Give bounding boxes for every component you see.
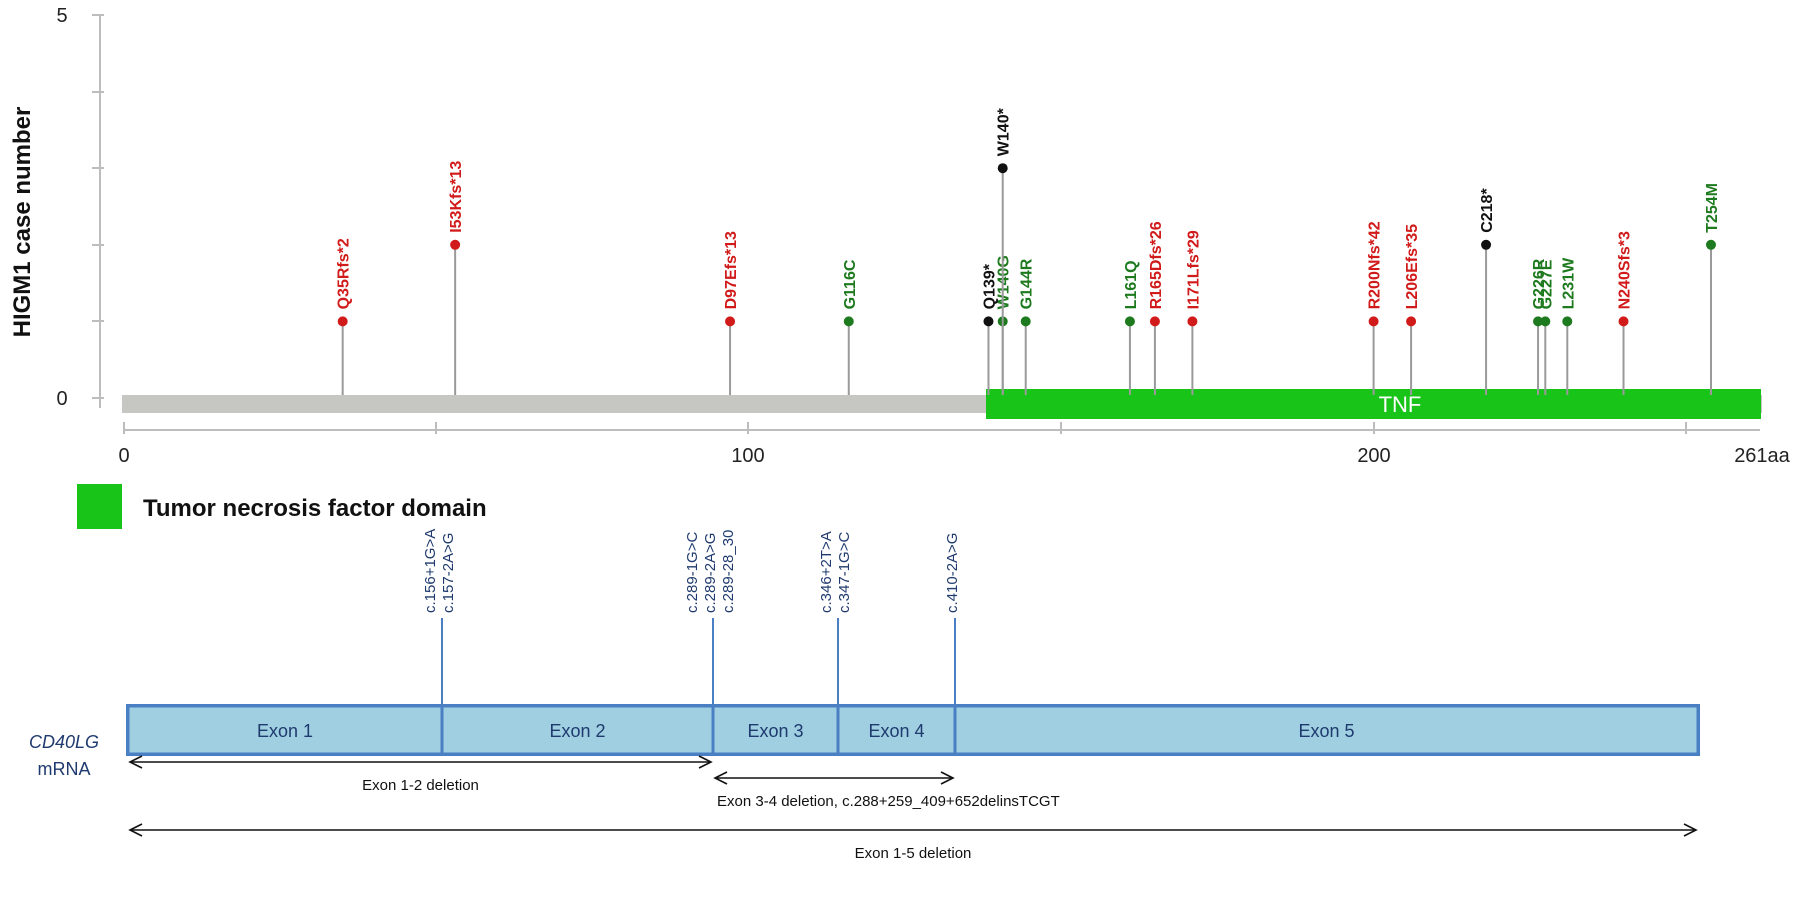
x-tick-label-200: 200 [1357, 445, 1390, 467]
gene-name: CD40LG [29, 732, 99, 752]
lollipop-point [1562, 316, 1573, 327]
mutation-label: C218* [1479, 188, 1496, 233]
x-tick-label-100: 100 [731, 445, 764, 467]
exon-box [953, 704, 1700, 756]
lollipop-point [1540, 316, 1551, 327]
splice-site-label: c.410-2A>G [944, 533, 961, 613]
lollipop-point [1533, 316, 1544, 327]
deletion-arrow-left [128, 823, 143, 837]
mutation-label: Q139* [981, 263, 998, 309]
deletion-label: Exon 1-5 deletion [855, 845, 972, 862]
mutation-label: I171Lfs*29 [1185, 230, 1202, 309]
mutation-label: D97Efs*13 [723, 231, 740, 309]
lollipop-point [1020, 316, 1031, 327]
splice-site-label: c.289-2A>G [702, 533, 719, 613]
mutation-label: Q35Rfs*2 [336, 238, 353, 309]
mutation-label: W140* [996, 107, 1013, 156]
legend-swatch [77, 484, 122, 529]
exon-box [836, 704, 957, 756]
deletion-arrow-right [940, 771, 955, 785]
gene-label: CD40LG mRNA [29, 732, 99, 779]
legend: Tumor necrosis factor domain [77, 484, 487, 529]
splice-site-label: c.347-1G>C [836, 532, 853, 613]
deletion-arrow-left [128, 755, 143, 769]
y-tick-label-5: 5 [56, 5, 67, 27]
splice-site-label: c.156+1G>A [422, 529, 439, 613]
lollipop-point [337, 316, 348, 327]
y-axis: 5 0 HIGM1 case number [9, 5, 104, 410]
lollipop-point [725, 316, 736, 327]
mutation-label: T254M [1704, 183, 1721, 233]
lollipop-point [1406, 316, 1417, 327]
lollipop-point [843, 316, 854, 327]
exon-label: Exon 2 [549, 721, 605, 741]
mutation-label: G227E [1538, 259, 1555, 309]
y-axis-title: HIGM1 case number [9, 107, 36, 338]
deletion-arrow-left [713, 771, 728, 785]
exon-label: Exon 3 [747, 721, 803, 741]
exon-label: Exon 4 [868, 721, 924, 741]
exon-box [711, 704, 840, 756]
lollipop-point [997, 163, 1008, 174]
exon-box [440, 704, 715, 756]
mutation-label: G116C [842, 259, 859, 309]
lollipop-point [1705, 239, 1716, 250]
y-tick-label-0: 0 [56, 388, 67, 410]
mutation-label: N240Sfs*3 [1617, 231, 1634, 309]
splice-site-label: c.289-28_30 [720, 530, 737, 613]
lollipop-point [1187, 316, 1198, 327]
exon-track: Exon 1 Exon 2 Exon 3 Exon 4 Exon 5 [126, 704, 1700, 756]
gene-sub: mRNA [38, 759, 91, 779]
deletion-arrow-right [698, 755, 713, 769]
tnf-domain-label: TNF [1379, 392, 1422, 417]
splice-site-label: c.157-2A>G [440, 533, 457, 613]
mutation-label: G144R [1019, 258, 1036, 309]
exon-label: Exon 5 [1298, 721, 1354, 741]
mutation-label: R165Dfs*26 [1148, 221, 1165, 309]
splice-site-label: c.289-1G>C [684, 532, 701, 613]
x-axis: 0 100 200 261aa [118, 422, 1791, 467]
x-tick-label-261aa: 261aa [1734, 445, 1790, 467]
mutation-label: L231W [1560, 257, 1577, 309]
lollipop-point [983, 316, 994, 327]
mutation-label: W140G [996, 255, 1013, 309]
deletion-arrow-right [1683, 823, 1698, 837]
mutation-label: L206Efs*35 [1404, 224, 1421, 309]
lollipop-point [1124, 316, 1135, 327]
lollipop-point [1481, 239, 1492, 250]
deletion-label: Exon 1-2 deletion [362, 777, 479, 794]
lollipop-point [1618, 316, 1629, 327]
lollipop-point [1368, 316, 1379, 327]
splice-site-label: c.346+2T>A [818, 531, 835, 613]
lollipop-point [450, 239, 461, 250]
legend-label: Tumor necrosis factor domain [143, 495, 487, 522]
lollipop-point [1149, 316, 1160, 327]
mutation-label: L161Q [1123, 260, 1140, 309]
deletion-label: Exon 3-4 deletion, c.288+259_409+652deli… [717, 793, 1060, 810]
mutation-label: I53Kfs*13 [448, 161, 465, 233]
protein-track: TNF [122, 389, 1762, 419]
x-tick-label-0: 0 [118, 445, 129, 467]
mutation-label: G226R [1531, 258, 1548, 309]
exon-label: Exon 1 [257, 721, 313, 741]
mutation-label: R200Nfs*42 [1367, 221, 1384, 309]
